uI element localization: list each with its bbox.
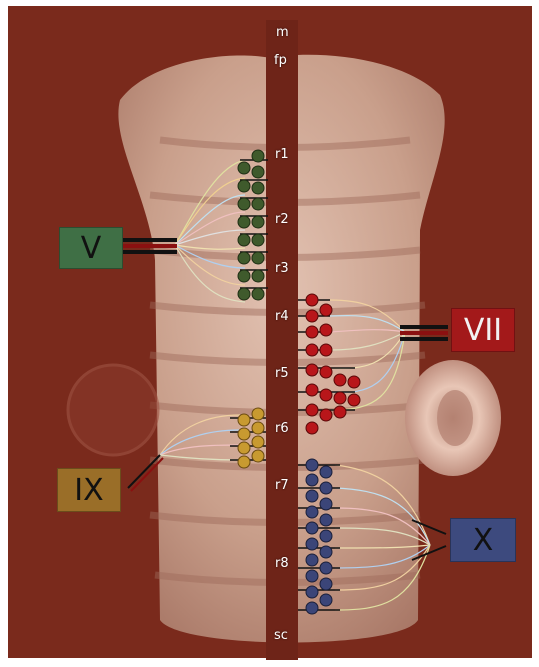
- label-r1: r1: [275, 148, 289, 162]
- nerve-VII-bundle: [400, 325, 448, 341]
- label-r7: r7: [275, 479, 289, 493]
- label-r3: r3: [275, 262, 289, 276]
- nerve-V-bundle: [122, 238, 177, 254]
- nerve-label-VII: VII: [451, 308, 515, 352]
- label-r5: r5: [275, 367, 289, 381]
- label-r2: r2: [275, 213, 289, 227]
- label-r6: r6: [275, 422, 289, 436]
- nerve-label-IX: IX: [57, 468, 121, 512]
- nerve-label-X: X: [450, 518, 516, 562]
- label-r4: r4: [275, 310, 289, 324]
- otic-inner: [437, 390, 473, 446]
- left-otic-vesicle: [68, 365, 158, 455]
- label-fp: fp: [274, 54, 287, 68]
- nerve-label-V: V: [59, 227, 123, 269]
- label-sc: sc: [274, 629, 288, 643]
- label-r8: r8: [275, 557, 289, 571]
- label-m: m: [276, 26, 289, 40]
